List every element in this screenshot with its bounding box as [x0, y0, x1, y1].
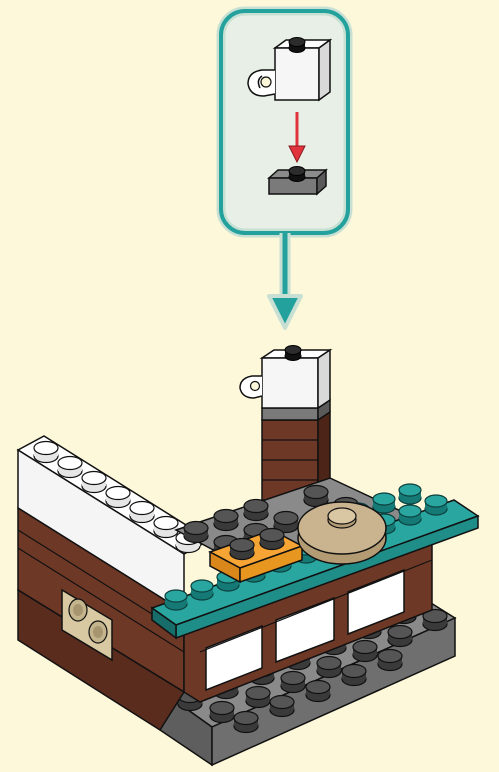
callout-box [221, 11, 348, 233]
round-tile [298, 502, 386, 564]
dark-gray-plate-part [269, 167, 326, 195]
